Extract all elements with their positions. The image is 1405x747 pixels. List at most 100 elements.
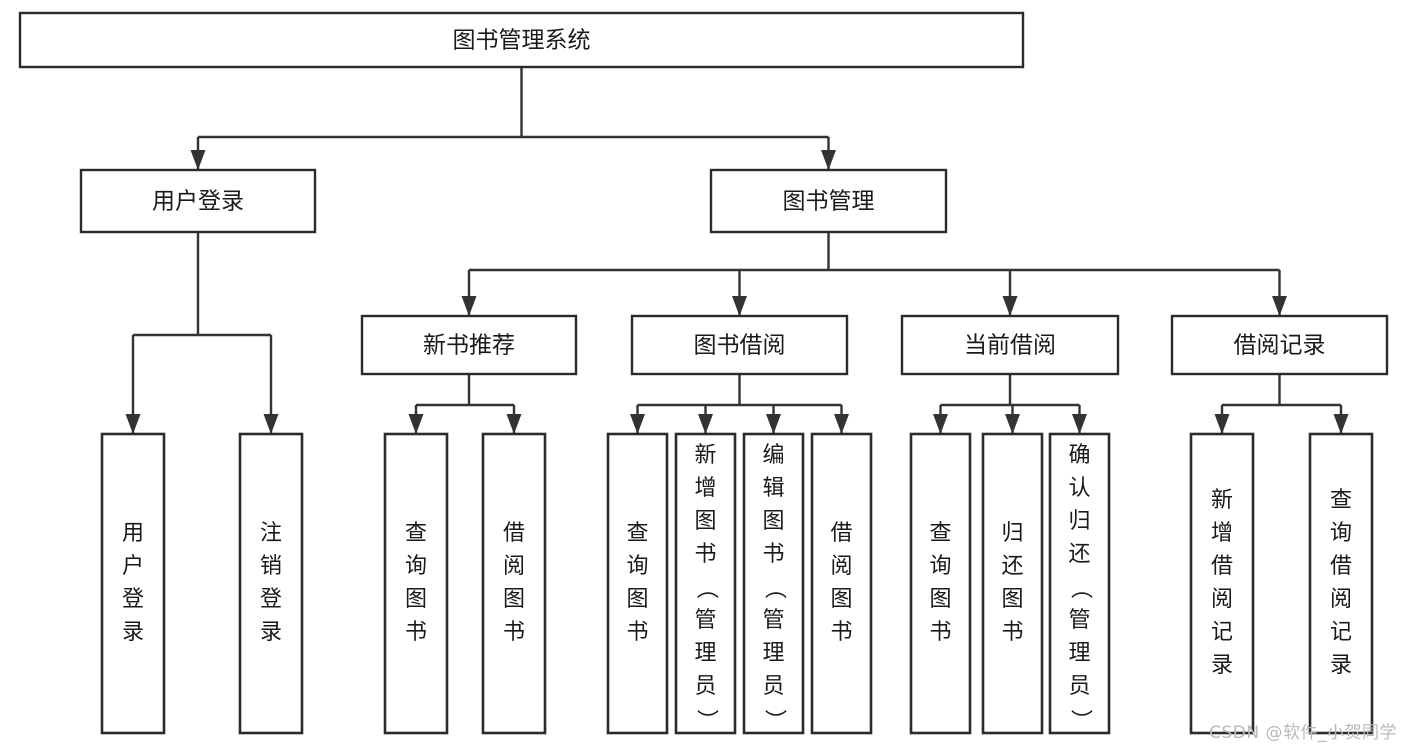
leaf-leaf-borrow-book-2[interactable] xyxy=(810,432,873,735)
svg-text:书: 书 xyxy=(762,542,784,567)
node-root-root[interactable] xyxy=(18,11,1025,69)
node-current-borrow[interactable] xyxy=(900,314,1120,376)
svg-text:辑: 辑 xyxy=(762,476,784,501)
svg-text:管: 管 xyxy=(762,608,784,633)
arrow-head-icon xyxy=(1333,414,1349,434)
leaf-leaf-query-book-2[interactable] xyxy=(606,432,669,735)
arrow-head-icon xyxy=(933,414,948,434)
node-new-book-recommend[interactable] xyxy=(360,314,578,376)
leaf-leaf-return-book[interactable] xyxy=(981,432,1044,735)
node-label-user-login: 用户登录 xyxy=(152,189,244,215)
svg-text:录: 录 xyxy=(122,620,144,645)
svg-text:销: 销 xyxy=(260,554,282,579)
leaf-leaf-add-book[interactable] xyxy=(674,432,737,735)
leaf-leaf-borrow-book-1[interactable] xyxy=(481,432,547,735)
svg-text:图: 图 xyxy=(762,509,784,534)
svg-text:借: 借 xyxy=(503,521,525,546)
svg-text:（: （ xyxy=(1068,577,1093,599)
svg-text:）: ） xyxy=(762,709,787,731)
arrow-head-icon xyxy=(263,414,279,434)
svg-text:记: 记 xyxy=(1330,620,1352,645)
svg-text:查: 查 xyxy=(405,521,427,546)
svg-text:理: 理 xyxy=(1068,641,1090,666)
svg-text:确: 确 xyxy=(1068,443,1090,468)
svg-text:管: 管 xyxy=(694,608,716,633)
svg-text:图: 图 xyxy=(1001,587,1023,612)
svg-text:还: 还 xyxy=(1068,542,1090,567)
leaf-leaf-query-book-1[interactable] xyxy=(383,432,449,735)
arrow-head-icon xyxy=(1214,414,1230,434)
svg-text:图: 图 xyxy=(830,587,852,612)
watermark: CSDN @软件_小贺同学 xyxy=(1209,723,1397,743)
svg-text:询: 询 xyxy=(1330,521,1352,546)
svg-text:书: 书 xyxy=(405,620,427,645)
svg-text:归: 归 xyxy=(1068,509,1090,534)
svg-text:书: 书 xyxy=(1001,620,1023,645)
svg-text:图: 图 xyxy=(694,509,716,534)
svg-text:认: 认 xyxy=(1068,476,1090,501)
node-label-book-manage: 图书管理 xyxy=(783,189,875,215)
svg-text:阅: 阅 xyxy=(830,554,852,579)
node-borrow-record[interactable] xyxy=(1170,314,1389,376)
node-label-new-book-recommend: 新书推荐 xyxy=(423,333,515,359)
svg-text:编: 编 xyxy=(762,443,784,468)
node-label-current-borrow: 当前借阅 xyxy=(964,333,1056,359)
arrow-head-icon xyxy=(1272,296,1287,316)
node-label-book-borrow: 图书借阅 xyxy=(694,333,786,359)
leaf-leaf-confirm-return[interactable] xyxy=(1048,432,1111,735)
svg-text:图: 图 xyxy=(929,587,951,612)
svg-text:借: 借 xyxy=(1211,554,1233,579)
leaf-leaf-user-login[interactable] xyxy=(100,432,166,735)
arrow-head-icon xyxy=(1005,414,1020,434)
svg-text:查: 查 xyxy=(929,521,951,546)
svg-text:借: 借 xyxy=(830,521,852,546)
svg-text:增: 增 xyxy=(1211,521,1233,546)
svg-text:）: ） xyxy=(1068,709,1093,731)
node-book-borrow[interactable] xyxy=(630,314,849,376)
svg-text:录: 录 xyxy=(1211,653,1233,678)
svg-text:录: 录 xyxy=(260,620,282,645)
arrow-head-icon xyxy=(506,414,522,434)
leaf-leaf-query-book-3[interactable] xyxy=(909,432,972,735)
arrow-head-icon xyxy=(766,414,781,434)
svg-text:用: 用 xyxy=(122,521,144,546)
svg-text:新: 新 xyxy=(694,443,716,468)
svg-text:录: 录 xyxy=(1330,653,1352,678)
connectors-layer xyxy=(125,67,1349,434)
svg-text:登: 登 xyxy=(260,587,282,612)
leaf-leaf-query-record[interactable] xyxy=(1308,432,1374,735)
svg-text:管: 管 xyxy=(1068,608,1090,633)
node-user-login[interactable] xyxy=(79,168,317,234)
svg-text:（: （ xyxy=(762,577,787,599)
arrow-head-icon xyxy=(1072,414,1087,434)
leaf-leaf-edit-book[interactable] xyxy=(742,432,805,735)
arrow-head-icon xyxy=(461,296,477,316)
svg-text:借: 借 xyxy=(1330,554,1352,579)
leaf-leaf-user-logout[interactable] xyxy=(238,432,304,735)
svg-text:还: 还 xyxy=(1001,554,1023,579)
svg-text:阅: 阅 xyxy=(1211,587,1233,612)
node-book-manage[interactable] xyxy=(709,168,948,234)
svg-text:员: 员 xyxy=(1068,674,1090,699)
svg-text:注: 注 xyxy=(260,521,282,546)
svg-text:记: 记 xyxy=(1211,620,1233,645)
svg-text:查: 查 xyxy=(1330,488,1352,513)
node-label-root: 图书管理系统 xyxy=(453,28,591,54)
svg-text:图: 图 xyxy=(405,587,427,612)
leaf-leaf-add-record[interactable] xyxy=(1189,432,1255,735)
svg-text:书: 书 xyxy=(503,620,525,645)
svg-text:询: 询 xyxy=(626,554,648,579)
svg-text:新: 新 xyxy=(1211,488,1233,513)
svg-text:书: 书 xyxy=(830,620,852,645)
arrow-head-icon xyxy=(821,150,836,170)
svg-text:阅: 阅 xyxy=(1330,587,1352,612)
